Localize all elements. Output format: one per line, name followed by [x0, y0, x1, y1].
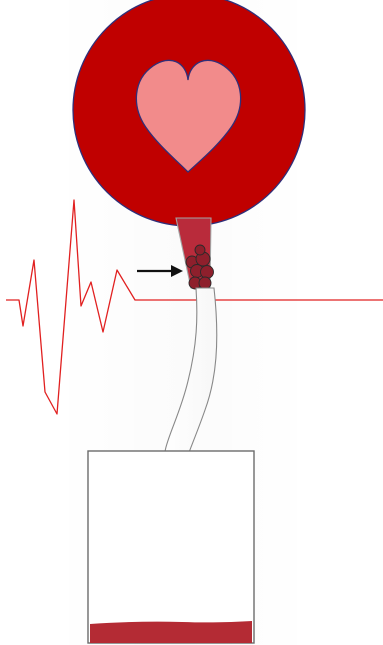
arrow-head [171, 265, 183, 277]
vessel-and-clot [137, 218, 214, 289]
collected-fluid [90, 621, 252, 643]
clot-cell [195, 245, 205, 255]
indicator-arrow [137, 265, 183, 277]
collection-container [88, 451, 254, 643]
container-box [88, 451, 254, 643]
clot-cell [201, 266, 214, 279]
clot-cell [199, 277, 211, 289]
heart-disk [73, 0, 305, 226]
